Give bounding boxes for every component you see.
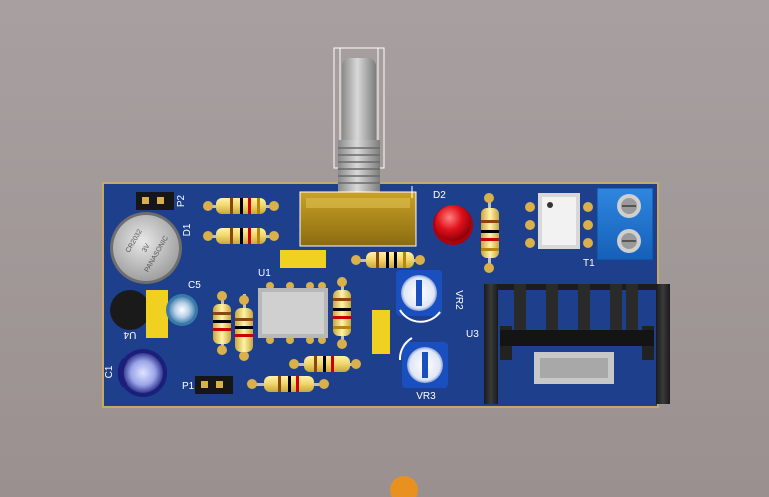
battery-text-2: 3V: [141, 243, 152, 254]
label-vr2: VR2: [453, 290, 464, 310]
trimmer-vr2: VR2: [396, 270, 464, 323]
coin-battery-d1: CR2032 3V PANASONIC D1: [110, 212, 193, 284]
trimmer-vr3: VR3: [398, 337, 448, 402]
label-u1: U1: [258, 268, 271, 279]
terminal-block: [596, 187, 654, 261]
label-c1: C1: [104, 365, 115, 378]
capacitor-c1: C1: [104, 349, 167, 397]
transistor-u4: U4: [110, 290, 168, 340]
heatsink-u3: U3: [466, 284, 670, 404]
label-u4: U4: [123, 329, 136, 340]
label-d1: D1: [182, 223, 193, 236]
resistor-r-top-2: [203, 228, 279, 244]
resistor-r-bottom-1: [289, 356, 361, 372]
ic-u1: U1: [258, 268, 328, 344]
label-t1: T1: [583, 258, 595, 269]
header-p1: P1: [182, 376, 233, 394]
resistor-r-vertical-right: [481, 193, 499, 273]
resistor-r-vertical-left-2: [235, 294, 253, 361]
capacitor-c5: C5: [166, 280, 201, 326]
resistor-r-mid: [351, 252, 425, 268]
resistor-r-vertical-u1: [333, 277, 351, 349]
label-u3: U3: [466, 329, 479, 340]
resistor-r-vertical-left-1: [213, 291, 231, 355]
optocoupler-t1: T1: [525, 193, 595, 269]
label-p1: P1: [182, 381, 195, 392]
label-c5: C5: [188, 280, 201, 291]
label-d2: D2: [433, 190, 446, 201]
label-p2: P2: [176, 194, 187, 207]
origin-marker: [390, 476, 418, 497]
resistor-r-top-1: [203, 198, 279, 214]
resistor-r-bottom-2: [247, 376, 329, 392]
label-vr3: VR3: [416, 391, 436, 402]
smd-capacitor-1: [280, 250, 326, 268]
rotary-potentiometer: [299, 47, 417, 247]
led-d2: D2: [433, 190, 473, 245]
smd-capacitor-2: [372, 310, 390, 354]
header-p2: P2: [136, 192, 187, 210]
